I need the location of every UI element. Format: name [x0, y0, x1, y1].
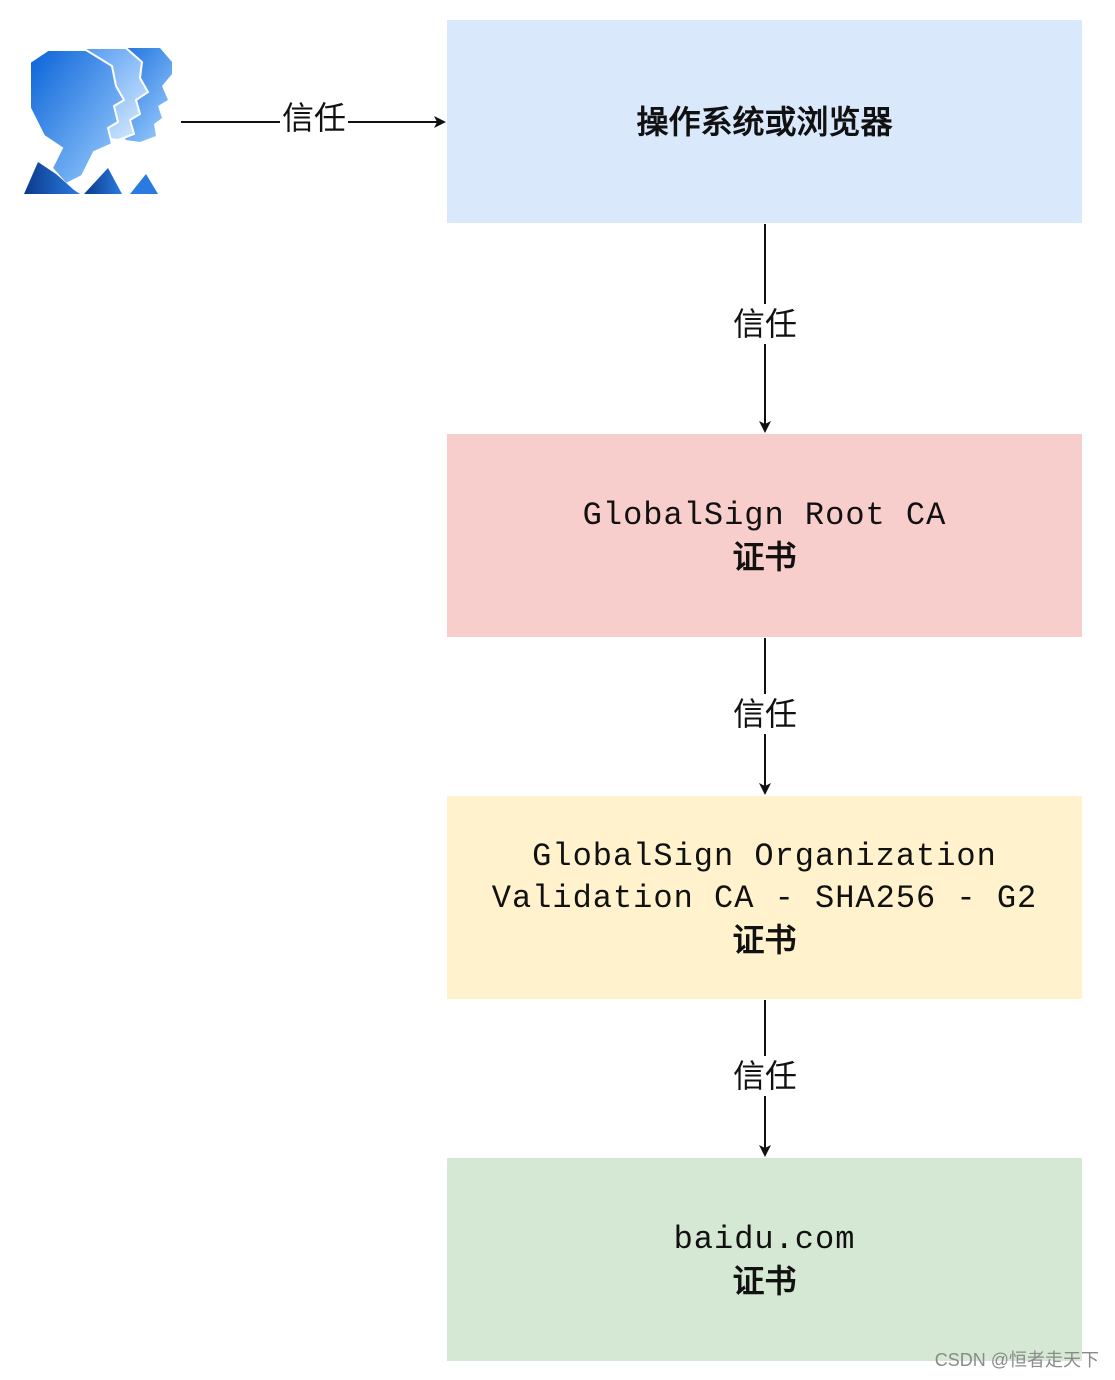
node-intermediate-ca-name-line2: Validation CA - SHA256 - G2: [491, 879, 1038, 917]
node-intermediate-ca-name-line1: GlobalSign Organization: [532, 837, 997, 875]
node-leaf-cert-name: baidu.com: [673, 1220, 856, 1258]
node-root-ca: GlobalSign Root CA 证书: [447, 434, 1082, 637]
edge-label-intermediate-to-leaf: 信任: [730, 1056, 800, 1096]
watermark: CSDN @恒者走天下: [934, 1350, 1099, 1370]
edge-label-user-to-os: 信任: [279, 98, 349, 138]
node-root-ca-suffix: 证书: [732, 537, 797, 576]
users-group-icon: [24, 47, 172, 194]
node-leaf-cert-suffix: 证书: [732, 1261, 797, 1300]
node-intermediate-ca: GlobalSign Organization Validation CA - …: [447, 796, 1082, 999]
node-leaf-cert: baidu.com 证书: [447, 1158, 1082, 1361]
edge-label-root-to-intermediate: 信任: [730, 694, 800, 734]
node-intermediate-ca-suffix: 证书: [732, 920, 797, 959]
edge-label-os-to-root: 信任: [730, 304, 800, 344]
node-root-ca-name: GlobalSign Root CA: [582, 496, 947, 534]
node-os-browser: 操作系统或浏览器: [447, 20, 1082, 223]
node-os-browser-label: 操作系统或浏览器: [636, 102, 893, 141]
